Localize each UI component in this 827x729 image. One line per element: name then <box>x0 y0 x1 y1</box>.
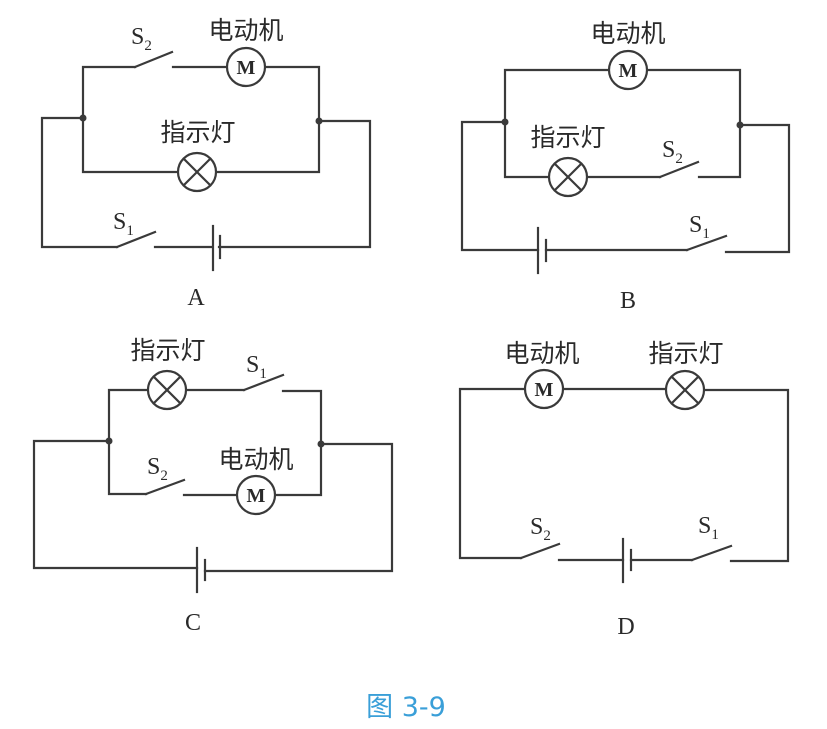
lamp-cross <box>152 375 182 405</box>
switch-s1-blade <box>242 373 285 392</box>
switch-s2-blade <box>519 542 561 560</box>
wire <box>503 68 611 124</box>
lamp-cross <box>182 157 212 187</box>
option-label-d: D <box>617 614 634 640</box>
circuit-a: M 电动机 指示灯 S2 S1 A <box>40 16 372 311</box>
motor-label: 电动机 <box>208 16 283 45</box>
wire <box>703 388 790 563</box>
wire <box>697 123 742 179</box>
junction-dot <box>315 117 323 125</box>
switch-s1-blade <box>685 234 728 252</box>
switch-s1-blade <box>115 230 157 249</box>
option-label-b: B <box>620 288 636 314</box>
switch-s1-label: S1 <box>246 352 267 382</box>
wire <box>458 387 527 560</box>
wire <box>217 119 372 249</box>
motor-icon <box>235 474 277 516</box>
circuit-d: M 电动机 指示灯 S2 S1 D <box>458 339 790 640</box>
lamp-cross <box>553 162 583 192</box>
lamp-cross <box>670 375 700 405</box>
wire <box>203 442 394 573</box>
wire <box>107 439 148 496</box>
wire <box>40 116 119 249</box>
junction-dot <box>105 437 113 445</box>
switch-s1-label: S1 <box>698 513 719 543</box>
motor-symbol: M <box>535 379 554 401</box>
lamp-label: 指示灯 <box>130 336 205 365</box>
circuit-c: 指示灯 M 电动机 S1 S2 C <box>32 336 394 636</box>
lamp-label: 指示灯 <box>648 339 723 368</box>
switch-s2-blade <box>144 478 186 496</box>
switch-s1-label: S1 <box>689 212 710 242</box>
circuit-b: M 电动机 指示灯 S2 S1 B <box>460 19 791 314</box>
wire <box>107 388 150 443</box>
motor-label: 电动机 <box>590 19 665 48</box>
switch-s2-label: S2 <box>530 514 551 544</box>
motor-icon <box>523 368 565 410</box>
motor-symbol: M <box>247 485 266 507</box>
switch-s2-label: S2 <box>131 24 152 54</box>
switch-s1-label: S1 <box>113 209 134 239</box>
motor-label: 电动机 <box>218 445 293 474</box>
switch-s2-label: S2 <box>662 137 683 167</box>
wire <box>281 389 323 446</box>
option-label-a: A <box>187 285 205 311</box>
wire <box>32 439 199 570</box>
switch-s1-blade <box>690 544 733 562</box>
wire <box>274 442 323 497</box>
motor-symbol: M <box>237 57 256 79</box>
switch-s2-blade <box>133 50 174 69</box>
motor-label: 电动机 <box>504 339 579 368</box>
motor-symbol: M <box>619 60 638 82</box>
motor-icon <box>225 46 267 88</box>
wire <box>503 120 550 179</box>
wire <box>460 120 540 252</box>
figure-caption: 图 3-9 <box>366 692 446 723</box>
junction-dot <box>79 114 87 122</box>
wire <box>81 65 137 120</box>
junction-dot <box>317 440 325 448</box>
junction-dot <box>736 121 744 129</box>
motor-icon <box>607 49 649 91</box>
lamp-label: 指示灯 <box>160 118 235 147</box>
junction-dot <box>501 118 509 126</box>
wire <box>81 116 179 174</box>
option-label-c: C <box>185 610 201 636</box>
lamp-label: 指示灯 <box>530 123 605 152</box>
wire <box>645 68 742 127</box>
switch-s2-label: S2 <box>147 454 168 484</box>
switch-s2-blade <box>658 160 700 179</box>
wire <box>724 123 791 254</box>
